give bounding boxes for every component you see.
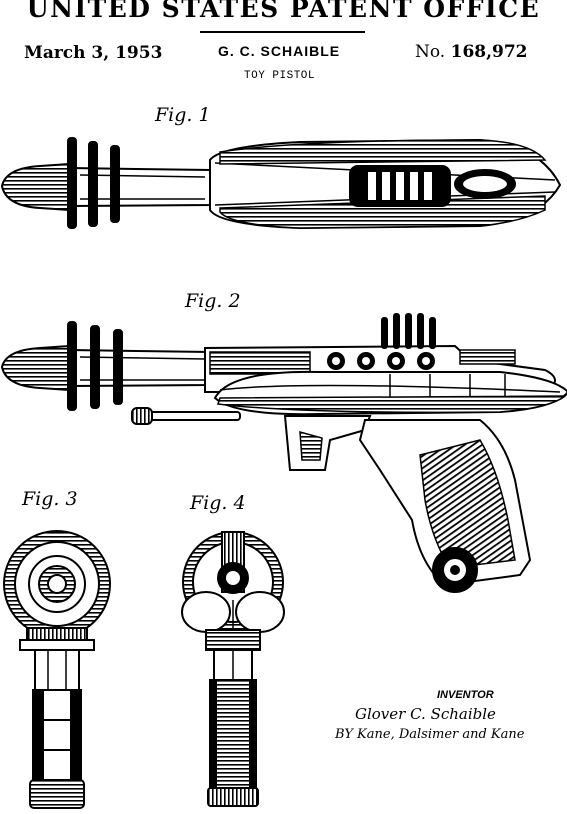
fig4-drawing	[181, 531, 285, 807]
fig3-drawing	[3, 530, 111, 809]
title-rule	[200, 31, 365, 33]
fig1-label: Fig. 1	[155, 104, 211, 126]
fig2-label: Fig. 2	[185, 290, 241, 312]
fig1-drawing	[0, 137, 562, 230]
attorney-signature: BY Kane, Dalsimer and Kane	[335, 727, 525, 742]
inventor-label: INVENTOR	[437, 689, 494, 701]
patent-office-title: UNITED STATES PATENT OFFICE	[26, 0, 541, 23]
inventor-name: G. C. SCHAIBLE	[218, 43, 341, 59]
patent-number: No. 168,972	[415, 42, 528, 62]
patent-number-value: 168,972	[450, 42, 528, 62]
fig2-drawing	[0, 313, 567, 593]
fig4-label: Fig. 4	[190, 492, 246, 514]
patent-number-prefix: No.	[415, 42, 446, 62]
fig3-label: Fig. 3	[22, 488, 78, 510]
inventor-signature: Glover C. Schaible	[355, 705, 496, 723]
patent-subject: TOY PISTOL	[244, 70, 316, 82]
patent-date: March 3, 1953	[24, 43, 163, 63]
